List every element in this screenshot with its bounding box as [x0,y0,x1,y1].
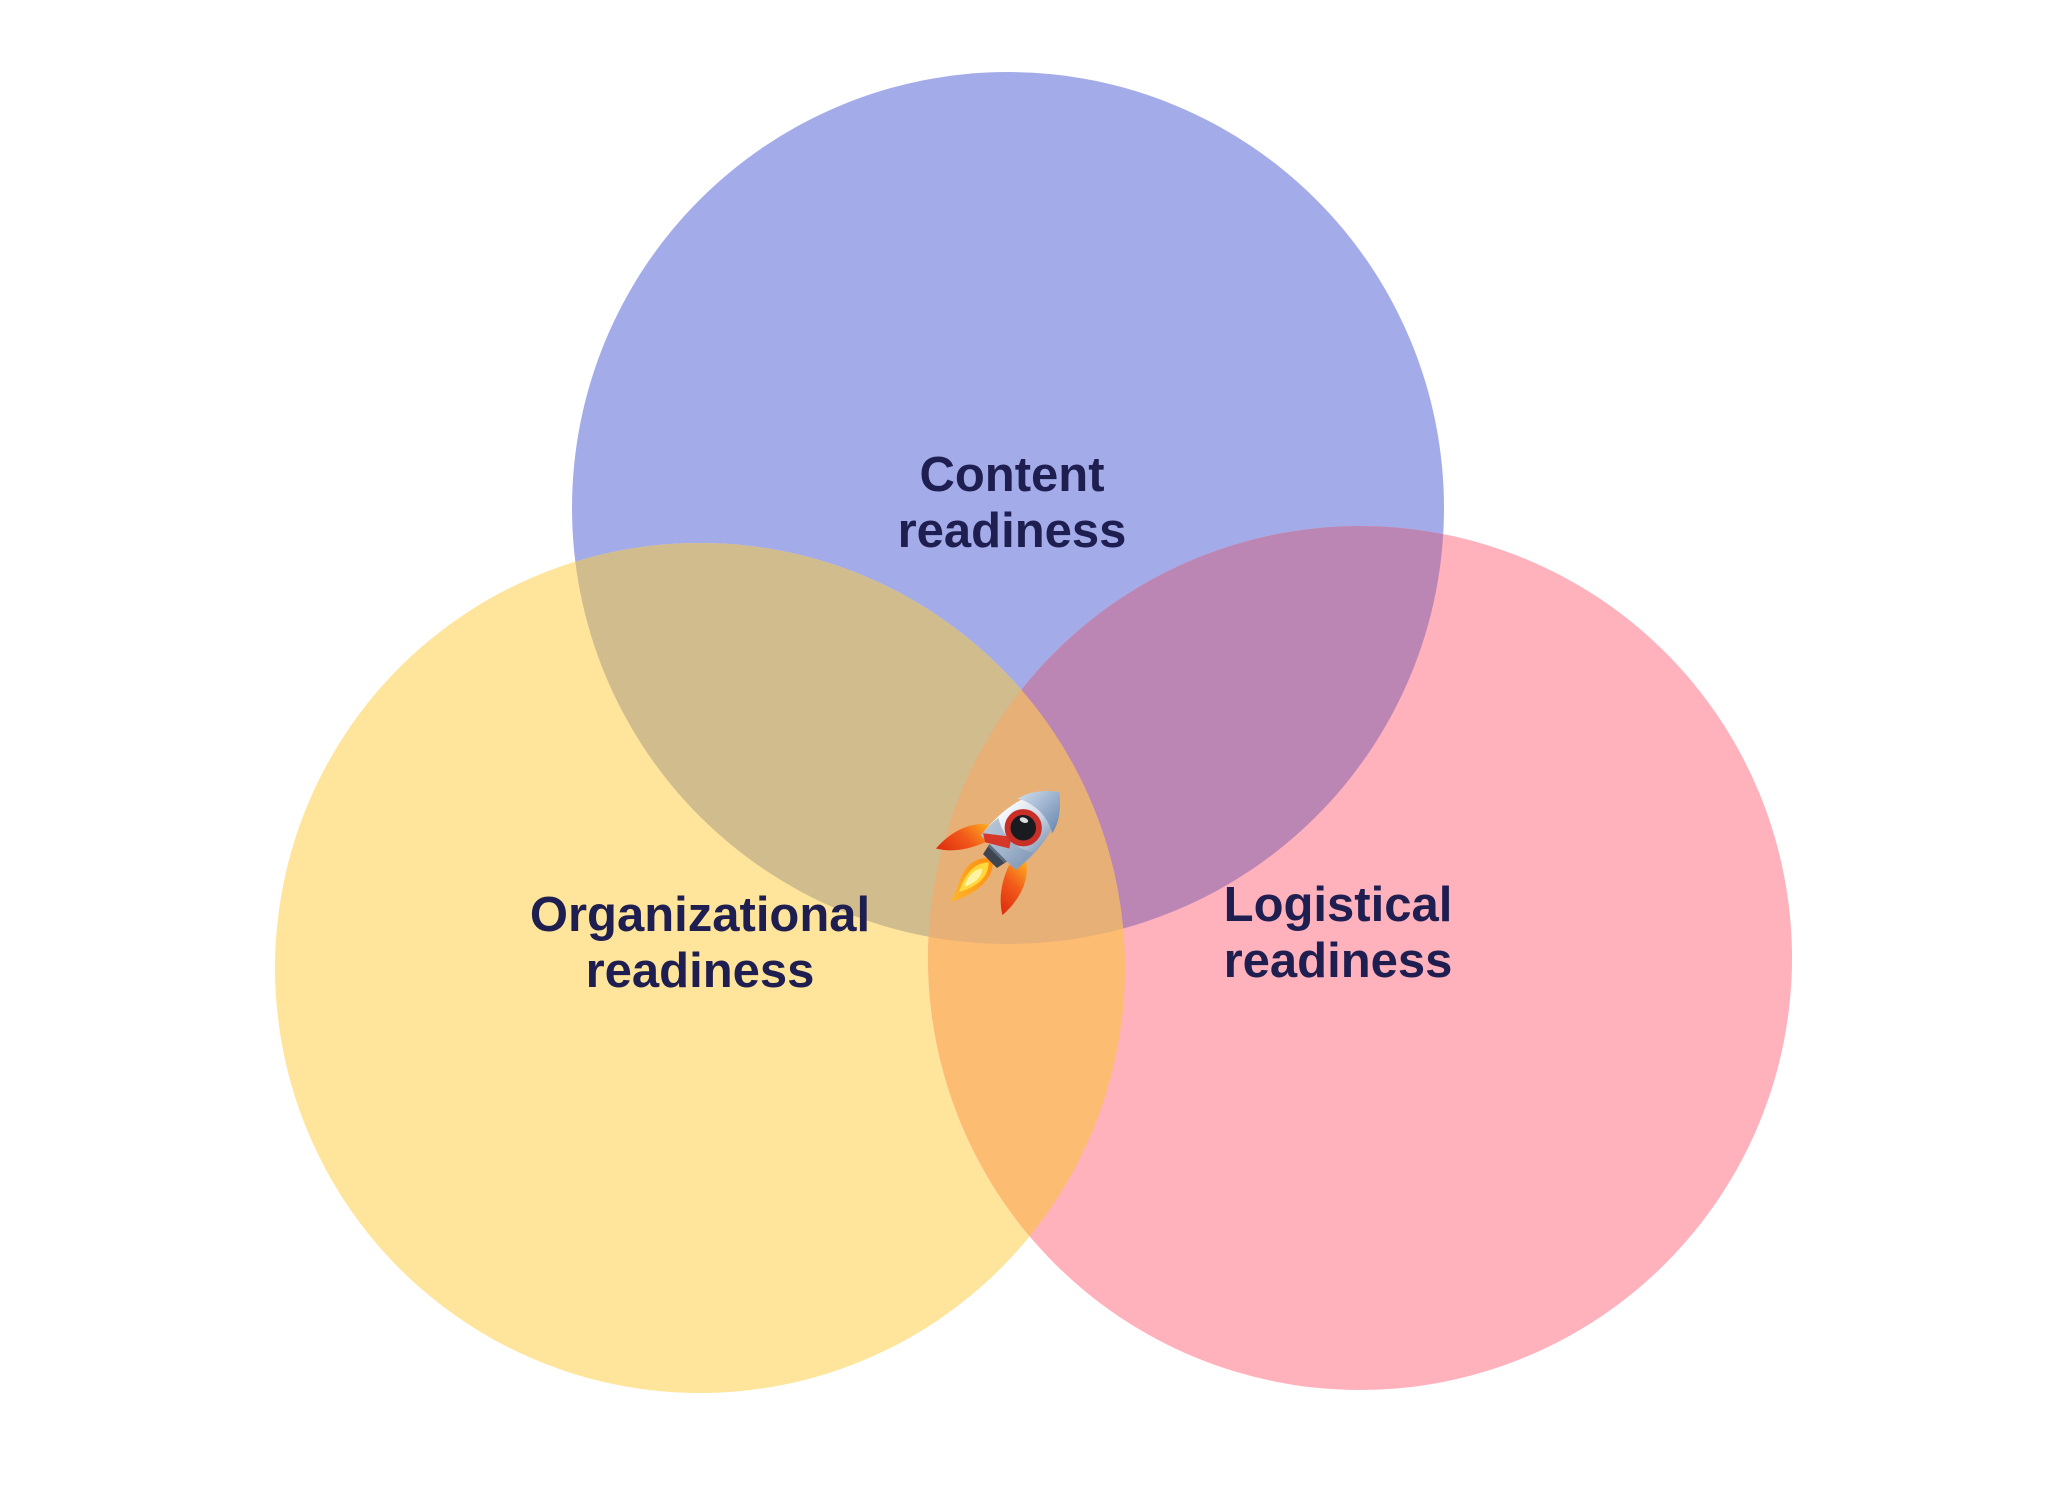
rocket-fin-right [1000,856,1027,916]
rocket-stripe [983,833,1012,849]
rocket-nose [1017,790,1061,834]
rocket-window [1004,809,1042,847]
rocket-window-highlight [1019,817,1029,823]
venn-overlap-content-organizational [572,543,1125,944]
rocket-icon [935,790,1061,916]
venn-overlap-content-logistical [928,526,1444,944]
rocket-nozzle [983,842,1009,868]
rocket-flame-inner [964,868,983,887]
rocket-fin-left [935,824,995,851]
